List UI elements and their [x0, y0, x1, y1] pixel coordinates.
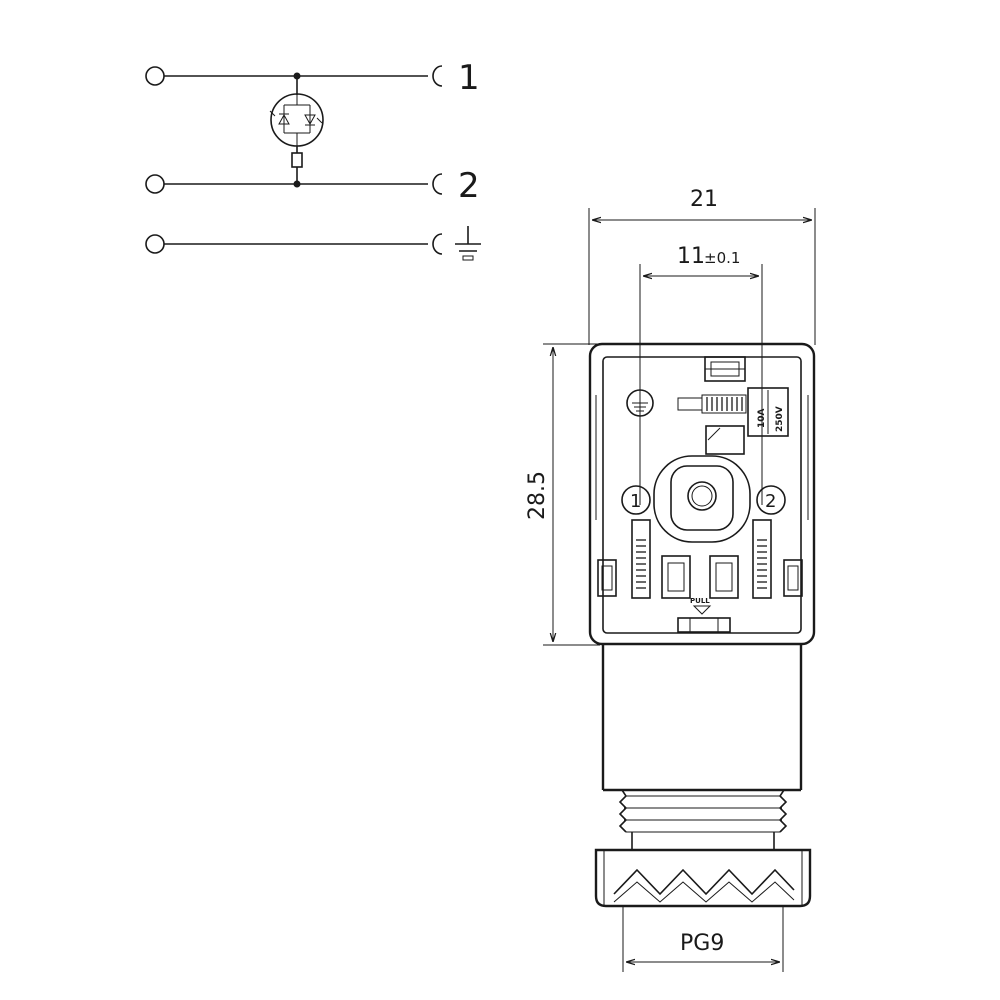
- terminal-1-label: 1: [458, 58, 480, 98]
- pin-spacing-tolerance: ±0.1: [704, 249, 740, 267]
- screw-hole: [687, 481, 717, 511]
- input-terminal-ground: [145, 234, 165, 254]
- rating-current: 10A: [757, 408, 767, 428]
- input-terminal-2: [145, 174, 165, 194]
- cable-gland-thread: [618, 789, 788, 850]
- pin-spacing-label: 11: [677, 244, 705, 269]
- pin-2-marker: 2: [756, 485, 786, 515]
- resistor-icon: [291, 152, 303, 168]
- side-slot-left: [597, 559, 617, 597]
- pull-label: PULL: [690, 597, 710, 605]
- lower-slot-right: [709, 555, 739, 599]
- pin-1-spring: [631, 519, 651, 599]
- pin-2-spring: [752, 519, 772, 599]
- rating-plate: 10A 250V: [747, 387, 789, 437]
- ground-contact-spring: [677, 394, 747, 414]
- height-dimension-label: 28.5: [525, 471, 550, 520]
- pin-1-label: 1: [630, 491, 641, 512]
- ground-pin-symbol: [626, 389, 654, 417]
- side-slot-right: [783, 559, 803, 597]
- connector-housing: 10A 250V 1 2: [588, 342, 816, 908]
- input-terminal-1: [145, 66, 165, 86]
- socket-contact-1: [432, 65, 443, 87]
- ground-contact-block: [705, 425, 745, 455]
- socket-contact-ground: [432, 233, 443, 255]
- pull-tab: PULL: [677, 597, 731, 633]
- cable-gland-nut: [594, 848, 812, 908]
- led-indicator-icon: [269, 93, 324, 147]
- pin-2-label: 2: [765, 491, 776, 512]
- lower-slot-left: [661, 555, 691, 599]
- terminal-2-label: 2: [458, 166, 480, 206]
- center-screw-boss: [653, 455, 751, 543]
- dimension-lines: 21 11 ±0.1 28.5 PG9: [525, 187, 816, 972]
- ground-icon: [455, 226, 481, 261]
- top-latch: [704, 356, 746, 382]
- width-dimension-label: 21: [690, 187, 718, 212]
- connector-neck: [601, 644, 803, 792]
- rating-voltage: 250V: [775, 406, 785, 432]
- thread-dimension-label: PG9: [680, 931, 724, 956]
- pin-1-marker: 1: [621, 485, 651, 515]
- wiring-schematic: 1 2: [145, 58, 481, 261]
- socket-contact-2: [432, 173, 443, 195]
